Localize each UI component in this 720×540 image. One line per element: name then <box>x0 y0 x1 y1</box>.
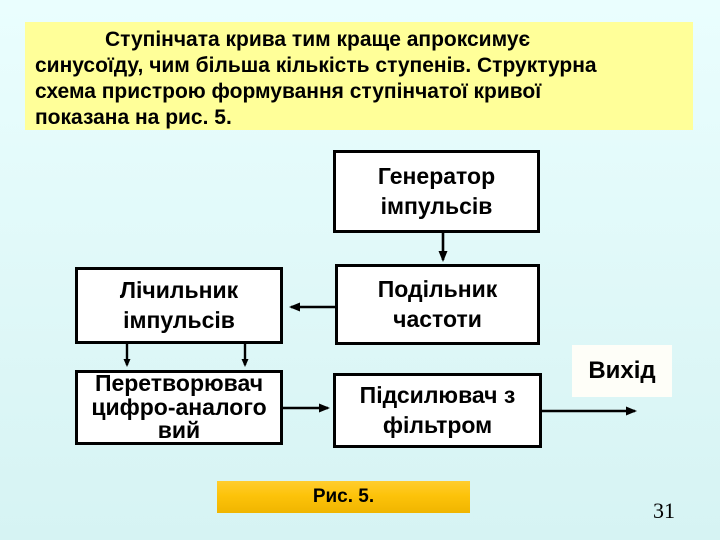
intro-line-2: синусоїду, чим більша кількість ступенів… <box>35 54 597 77</box>
block-amplifier-filter-label: Підсилювач з фільтром <box>359 381 516 438</box>
block-pulse-counter-label: Лічильник імпульсів <box>119 276 239 333</box>
intro-line-4: показана на рис. 5. <box>35 106 232 129</box>
intro-text-block: Ступінчата крива тим краще апроксимує си… <box>25 22 693 130</box>
block-amplifier-filter: Підсилювач з фільтром <box>333 373 542 448</box>
block-pulse-generator-label: Генератор імпульсів <box>377 162 496 219</box>
block-dac-converter: Перетворювач цифро-аналого вий <box>75 370 283 445</box>
page-number: 31 <box>653 498 675 523</box>
block-dac-converter-label: Перетворювач цифро-аналого вий <box>91 369 267 444</box>
intro-line-1: Ступінчата крива тим краще апроксимує <box>105 28 531 51</box>
output-label: Вихід <box>572 345 672 397</box>
figure-caption-bar: Рис. 5. <box>217 481 470 513</box>
block-frequency-divider: Подільник частоти <box>335 264 540 345</box>
block-frequency-divider-label: Подільник частоти <box>377 275 498 332</box>
intro-line-3: схема пристрою формування ступінчатої кр… <box>35 80 542 103</box>
output-label-text: Вихід <box>588 357 656 384</box>
block-pulse-counter: Лічильник імпульсів <box>75 267 283 344</box>
block-pulse-generator: Генератор імпульсів <box>333 150 540 233</box>
figure-caption-text: Рис. 5. <box>312 486 375 507</box>
